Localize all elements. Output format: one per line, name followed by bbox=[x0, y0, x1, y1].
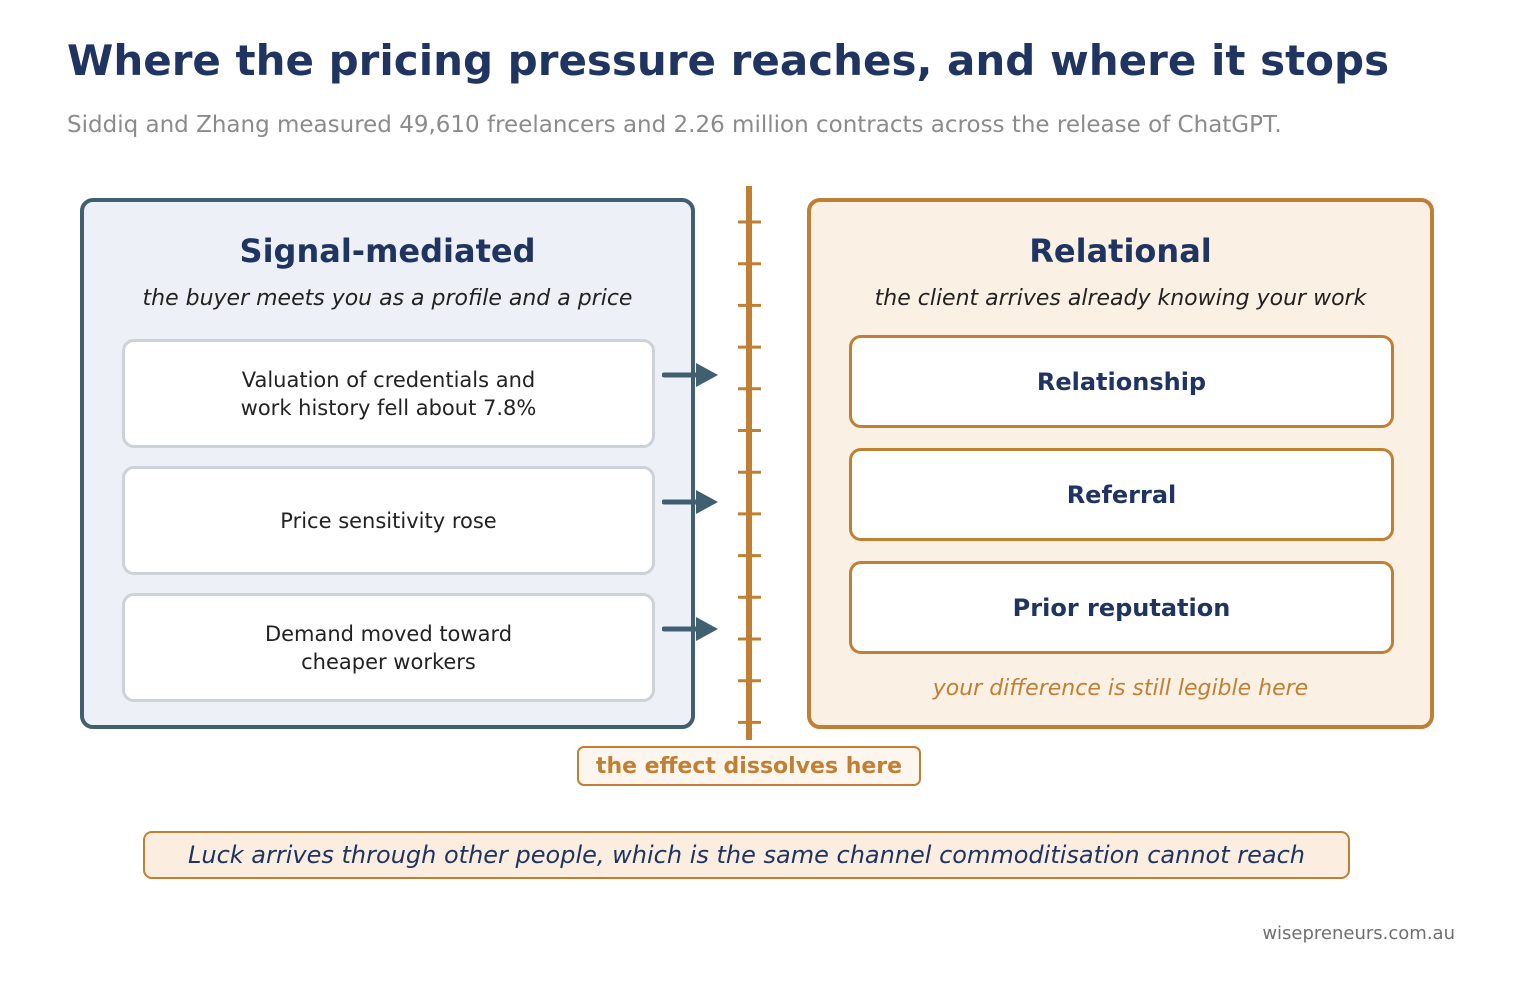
boundary-divider bbox=[738, 186, 761, 740]
channel-card-relationship: Relationship bbox=[849, 335, 1394, 428]
panel-subtitle-relational: the client arrives already knowing your … bbox=[874, 286, 1367, 311]
arrow-right-icon bbox=[662, 490, 718, 514]
panel-title-relational: Relational bbox=[1029, 232, 1212, 270]
divider-label: the effect dissolves here bbox=[577, 746, 921, 786]
panel-subtitle-signal-mediated: the buyer meets you as a profile and a p… bbox=[142, 286, 633, 311]
arrow-right-icon bbox=[662, 363, 718, 387]
effect-card-credentials: Valuation of credentials and work histor… bbox=[122, 339, 655, 448]
bottom-callout: Luck arrives through other people, which… bbox=[143, 831, 1350, 879]
relational-note: your difference is still legible here bbox=[932, 676, 1309, 701]
signal-mediated-panel: Signal-mediated the buyer meets you as a… bbox=[80, 198, 695, 729]
channel-card-referral: Referral bbox=[849, 448, 1394, 541]
arrow-right-icon bbox=[662, 617, 718, 641]
channel-card-prior-reputation: Prior reputation bbox=[849, 561, 1394, 654]
page-title: Where the pricing pressure reaches, and … bbox=[67, 36, 1390, 85]
page-subtitle: Siddiq and Zhang measured 49,610 freelan… bbox=[67, 112, 1282, 138]
relational-panel: Relational the client arrives already kn… bbox=[807, 198, 1434, 729]
footer-source: wisepreneurs.com.au bbox=[1262, 923, 1455, 944]
panel-title-signal-mediated: Signal-mediated bbox=[239, 232, 536, 270]
effect-card-price-sensitivity: Price sensitivity rose bbox=[122, 466, 655, 575]
effect-card-demand-shift: Demand moved toward cheaper workers bbox=[122, 593, 655, 702]
